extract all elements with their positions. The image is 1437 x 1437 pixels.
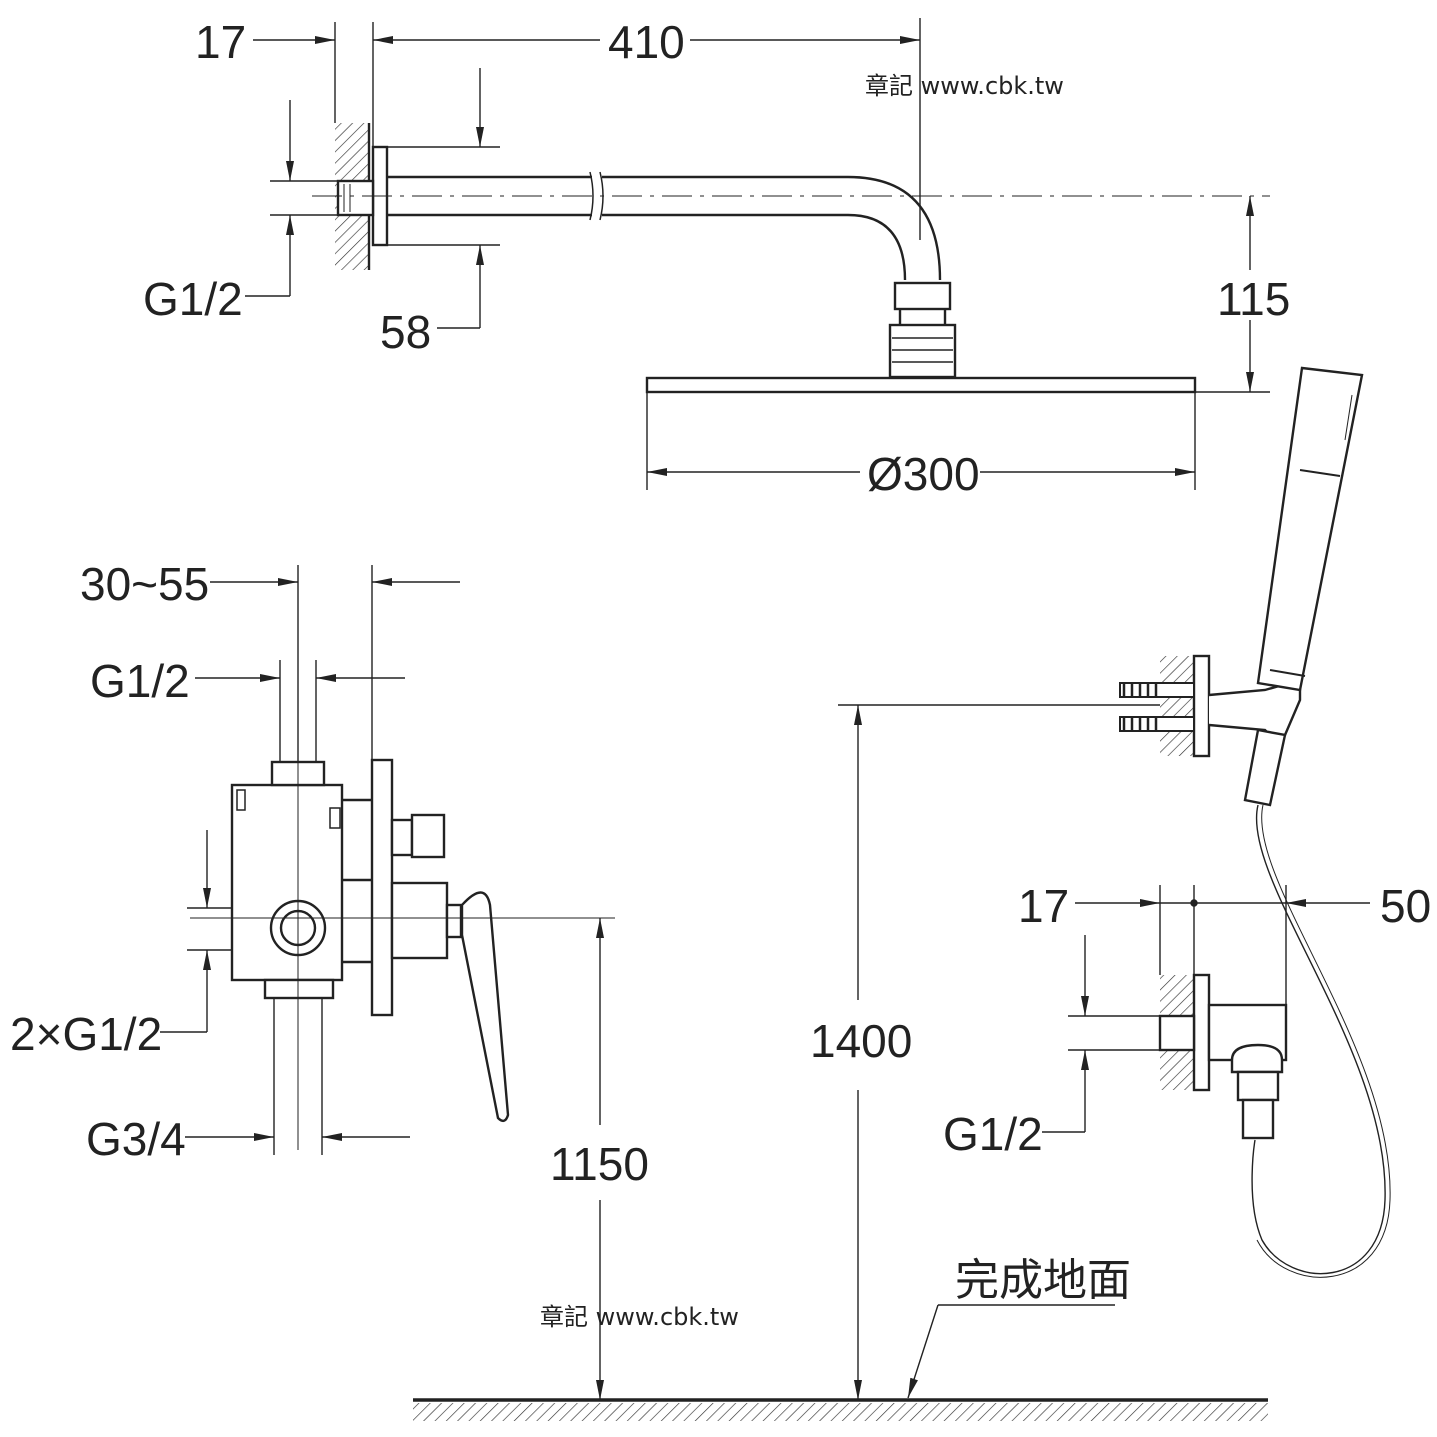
shower-head-plate <box>645 376 1197 394</box>
dim-flange-58: 58 <box>380 306 431 358</box>
watermark: 章記 www.cbk.tw <box>865 72 1064 100</box>
dim-bottom-outlet: G3/4 <box>86 1113 186 1165</box>
floor-label: 完成地面 <box>955 1255 1131 1306</box>
dim-outlet-flange-17: 17 <box>1018 880 1069 932</box>
dim-arm-length-410: 410 <box>608 16 685 68</box>
lever-handle <box>460 891 510 1123</box>
watermark: 章記 www.cbk.tw <box>540 1303 739 1331</box>
mixer-valve-drawing <box>190 655 615 1150</box>
hand-shower-drawing <box>1119 366 1391 1278</box>
dim-outlet-thread: G1/2 <box>943 1108 1043 1160</box>
hand-shower-dimensions <box>838 704 1370 1400</box>
valve-wall-plate <box>370 758 394 1017</box>
arm-pipe <box>387 175 942 281</box>
dim-valve-height: 1150 <box>550 1138 649 1190</box>
dim-drop-115: 115 <box>1217 273 1290 325</box>
shower-hose <box>1251 804 1386 1275</box>
finished-floor <box>413 1398 1268 1421</box>
thread-stub <box>336 179 375 217</box>
outlet-wall-plate <box>1192 973 1211 1092</box>
shower-arm-drawing <box>312 123 1270 394</box>
dim-arm-flange-17: 17 <box>195 16 246 68</box>
mixer-valve-dimensions <box>160 565 604 1400</box>
dim-arm-thread: G1/2 <box>143 273 243 325</box>
dim-install-depth: 30~55 <box>80 558 209 610</box>
holder-wall-plate <box>1192 654 1211 758</box>
shower-arm-dimensions <box>245 18 1270 490</box>
dim-top-outlet: G1/2 <box>90 655 190 707</box>
dim-head-diameter: Ø300 <box>867 448 980 500</box>
dim-outlet-projection-50: 50 <box>1380 880 1431 932</box>
hand-shower-handle <box>1256 366 1364 692</box>
dim-side-inlets: 2×G1/2 <box>10 1008 162 1060</box>
dim-holder-height: 1400 <box>810 1015 912 1067</box>
